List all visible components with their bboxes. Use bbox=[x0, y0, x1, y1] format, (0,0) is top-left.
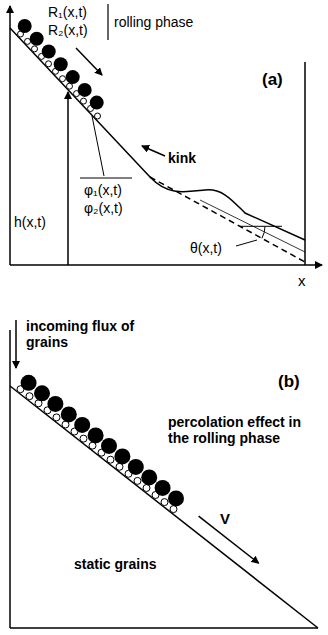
velocity-label: V bbox=[220, 510, 230, 527]
angle-ref bbox=[240, 226, 282, 227]
flux-arrow bbox=[15, 320, 17, 368]
variable-label: R₁(x,t) bbox=[48, 4, 87, 20]
angle-label: θ(x,t) bbox=[190, 240, 222, 256]
variable-label: h(x,t) bbox=[14, 214, 46, 230]
flux-label: incoming flux of grains bbox=[26, 318, 144, 350]
small-grains-b bbox=[17, 386, 177, 513]
small-grains-a bbox=[18, 31, 101, 119]
panel-a bbox=[10, 4, 322, 265]
x-axis bbox=[10, 264, 322, 266]
effect-label: percolation effect in the rolling phase bbox=[168, 414, 318, 446]
kink-arrow bbox=[142, 146, 165, 156]
axis-label: x bbox=[298, 272, 306, 289]
feature-label: kink bbox=[168, 150, 196, 166]
bracket-bar bbox=[107, 4, 108, 40]
variable-label: φ₂(x,t) bbox=[84, 200, 123, 216]
floor bbox=[10, 627, 318, 629]
slope bbox=[10, 386, 318, 628]
flow-arrow bbox=[76, 48, 102, 75]
surface bbox=[10, 28, 305, 240]
angle-arc bbox=[262, 226, 265, 238]
big-grains-a bbox=[18, 19, 104, 110]
right-wall bbox=[304, 62, 306, 265]
leader-bar bbox=[80, 178, 132, 179]
region-label: static grains bbox=[74, 556, 156, 572]
big-grains-b bbox=[21, 375, 184, 507]
variable-label: R₂(x,t) bbox=[48, 22, 88, 38]
panel-label: (b) bbox=[278, 372, 300, 392]
left-wall bbox=[9, 330, 11, 628]
phase-label: rolling phase bbox=[114, 14, 193, 30]
dashed-line bbox=[150, 177, 305, 262]
panel-b bbox=[10, 320, 318, 628]
leader-line bbox=[92, 116, 104, 176]
variable-label: φ₁(x,t) bbox=[84, 182, 122, 198]
axis bbox=[9, 6, 11, 265]
height-arrow bbox=[67, 92, 69, 265]
leader-line bbox=[236, 240, 257, 246]
panel-label: (a) bbox=[262, 70, 283, 90]
